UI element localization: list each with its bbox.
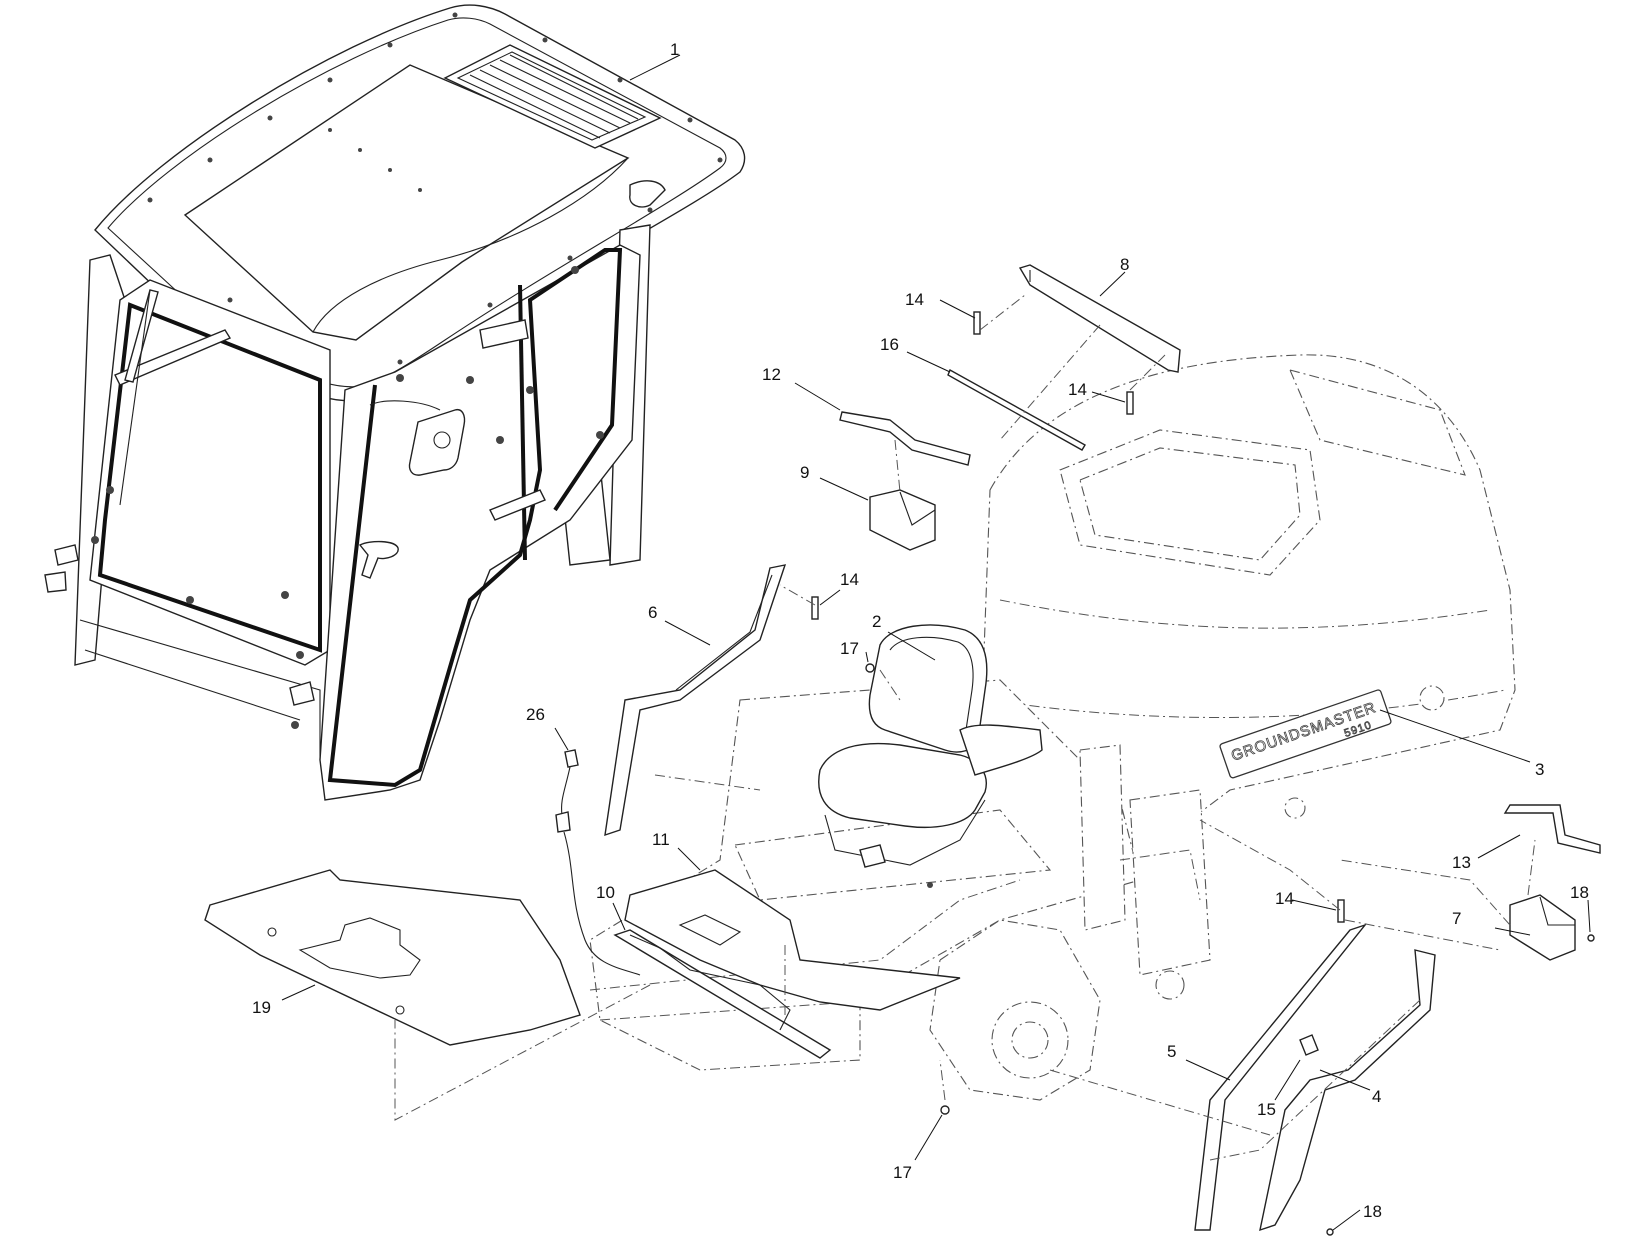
callout-10: 10 xyxy=(596,883,615,902)
part-12-rod xyxy=(839,411,971,466)
callout-15: 15 xyxy=(1257,1100,1276,1119)
assembly-lines xyxy=(394,294,1536,1161)
part-13-rod xyxy=(1503,804,1601,854)
callout-18-right: 18 xyxy=(1570,883,1589,902)
part-6-panel xyxy=(604,564,787,837)
callout-14-middle: 14 xyxy=(840,570,859,589)
fasteners xyxy=(865,663,1595,1236)
callout-11: 11 xyxy=(652,830,670,849)
callout-18-bottom: 18 xyxy=(1363,1202,1382,1221)
callout-8: 8 xyxy=(1120,255,1129,274)
callout-13: 13 xyxy=(1452,853,1471,872)
callout-26: 26 xyxy=(526,705,545,724)
callout-3: 3 xyxy=(1535,760,1544,779)
part-8-bracket xyxy=(1018,264,1181,373)
part-26-harness xyxy=(555,749,641,976)
cab-mirror xyxy=(369,400,466,476)
callout-1: 1 xyxy=(670,40,679,59)
callout-2: 2 xyxy=(872,612,881,631)
part-10-bracket xyxy=(613,929,832,1059)
callout-7: 7 xyxy=(1452,909,1461,928)
part-9-bracket xyxy=(869,489,936,551)
part-4-panel xyxy=(1259,949,1436,1232)
callout-14-right: 14 xyxy=(1068,380,1087,399)
part-5-panel xyxy=(1194,923,1368,1231)
part-11-floor-mat xyxy=(624,869,961,1011)
part-7-bracket xyxy=(1509,894,1576,961)
part-16-strip xyxy=(947,369,1086,451)
leader-lines xyxy=(281,54,1591,1231)
roof-bolts xyxy=(147,12,723,365)
callout-4: 4 xyxy=(1372,1087,1381,1106)
callout-16: 16 xyxy=(880,335,899,354)
part-1-cab xyxy=(44,4,746,801)
part-15-strip xyxy=(1299,1034,1319,1056)
callouts: 1 2 3 4 5 6 7 8 9 10 11 12 13 14 14 14 1… xyxy=(252,40,1589,1221)
part-19-floor-plate xyxy=(204,869,581,1046)
callout-5: 5 xyxy=(1167,1042,1176,1061)
callout-14-top: 14 xyxy=(905,290,924,309)
callout-9: 9 xyxy=(800,463,809,482)
machine-body-phantom: GROUNDSMASTER 5910 xyxy=(589,354,1516,1101)
callout-19: 19 xyxy=(252,998,271,1017)
callout-12: 12 xyxy=(762,365,781,384)
part-14-pads xyxy=(811,311,1345,923)
part-2-seat xyxy=(818,624,1043,888)
callout-17-upper: 17 xyxy=(840,639,859,658)
callout-17-lower: 17 xyxy=(893,1163,912,1182)
callout-14-lower: 14 xyxy=(1275,889,1294,908)
callout-6: 6 xyxy=(648,603,657,622)
